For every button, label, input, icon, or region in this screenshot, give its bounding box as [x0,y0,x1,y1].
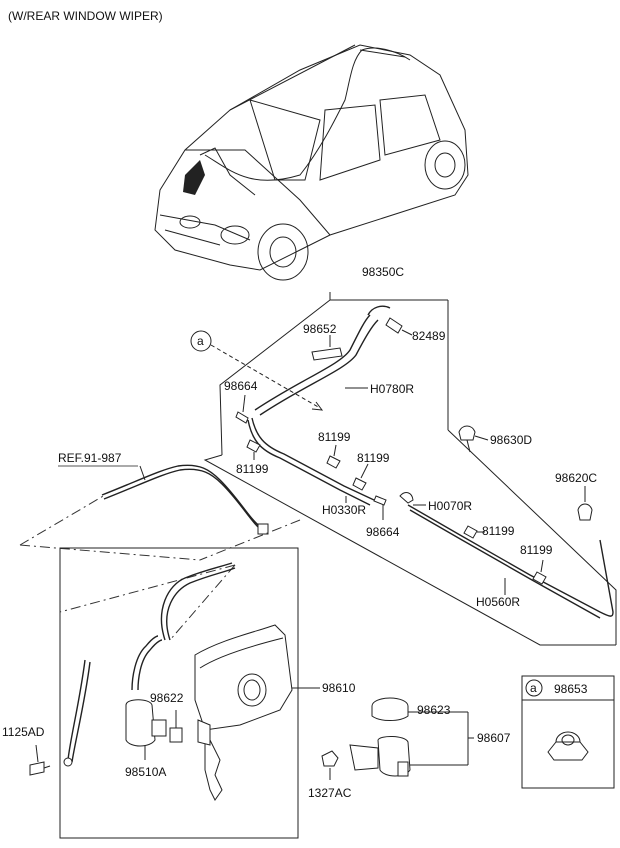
label-1327AC: 1327AC [308,786,352,800]
label-H0560R: H0560R [476,595,520,609]
reservoir-highlight [183,160,205,195]
callout-marker-a-label: a [197,334,204,348]
washer-pump-98510A [125,699,156,747]
label-98350C: 98350C [362,265,404,279]
label-81199-right: 81199 [357,451,390,465]
callout-inset-98653: a 98653 [521,675,615,789]
label-98607: 98607 [477,731,511,745]
rear-nozzle-98630D [458,425,476,441]
callout-inset-marker: a [530,681,537,695]
callout-marker-a [190,330,212,352]
washer-motor-98607: 98623 98607 [349,697,511,777]
label-98510A: 98510A [125,765,166,779]
label-ref-91-987: REF.91-987 [58,451,122,465]
reservoir-box: 98610 98510A 98622 1125AD [2,547,356,839]
hose-assembly-98350C: 98350C 82489 98652 a H0780R 98664 81199 … [190,265,617,646]
label-81199-lower: 81199 [520,543,553,557]
label-81199-mid: 81199 [482,524,515,538]
label-H0070R: H0070R [428,499,472,513]
label-98622: 98622 [150,691,184,705]
label-81199-center: 81199 [318,430,351,444]
label-82489: 82489 [412,329,446,343]
rear-nozzle-98620C [577,503,593,521]
reference-hose: REF.91-987 [19,451,301,561]
label-98664-upper: 98664 [224,379,258,393]
nut-1327AC: 1327AC [308,750,352,800]
label-98623: 98623 [417,703,451,717]
label-98620C: 98620C [555,471,597,485]
label-98653: 98653 [554,682,588,696]
diagram-title: (W/REAR WINDOW WIPER) [8,9,163,23]
label-81199-left: 81199 [236,462,269,476]
car-illustration [154,44,469,281]
label-98630D: 98630D [490,433,532,447]
label-98664-lower: 98664 [366,525,400,539]
label-1125AD: 1125AD [2,725,45,739]
label-98652: 98652 [303,322,337,336]
label-98610: 98610 [322,681,356,695]
label-H0330R: H0330R [322,503,366,517]
label-H0780R: H0780R [370,382,414,396]
